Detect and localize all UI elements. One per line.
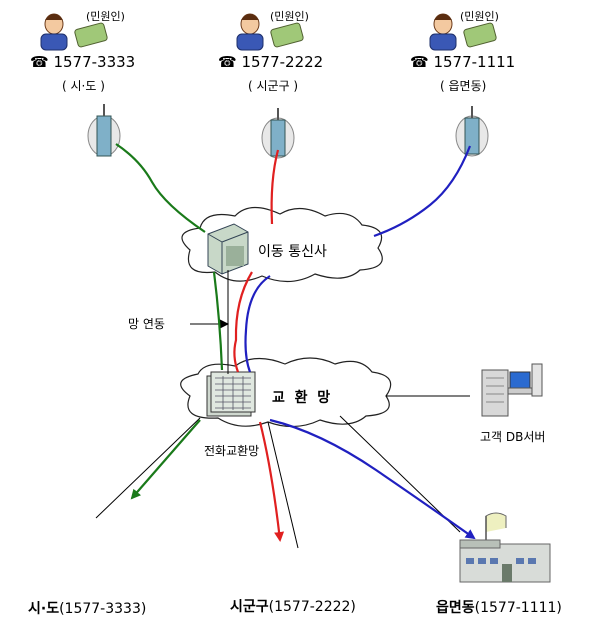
customer-db-label: 고객 DB서버 — [480, 430, 546, 444]
destination-name: 시군구 — [230, 599, 269, 615]
office-building-icon — [459, 512, 551, 583]
destination-sigungu: 시군구(1577-2222) — [230, 596, 356, 616]
connection-lines — [95, 270, 470, 549]
destination-number: (1577-1111) — [474, 600, 562, 616]
destination-number: (1577-3333) — [59, 601, 147, 617]
caller-person-icon-2 — [236, 13, 304, 51]
destination-name: 읍면동 — [436, 600, 475, 616]
database-server-icon — [481, 363, 543, 417]
caller-person-icon-3 — [429, 13, 497, 51]
phone-icon: ☎ — [30, 53, 49, 71]
base-station-icon-1 — [87, 104, 121, 157]
exchange-network-label: 교 환 망 — [272, 390, 331, 406]
destination-name: 시·도 — [28, 601, 60, 617]
route-sido — [115, 143, 224, 500]
phone-icon: ☎ — [218, 53, 237, 71]
phone-icon: ☎ — [410, 53, 429, 71]
caller-area-3: ( 읍면동) — [440, 79, 487, 93]
phone-number: 1577-3333 — [53, 53, 136, 71]
base-station-icon-3 — [455, 106, 489, 157]
destination-sido: 시·도(1577-3333) — [28, 598, 146, 618]
exchange-switch-icon — [206, 371, 256, 417]
caller-tag-1: (민원인) — [86, 10, 125, 23]
route-sigungu — [233, 149, 285, 542]
mobile-switch-icon — [207, 223, 249, 275]
caller-person-icon-1 — [40, 13, 108, 51]
caller-tag-2: (민원인) — [270, 10, 309, 23]
phone-number: 1577-1111 — [433, 53, 516, 71]
mobile-carrier-label: 이동 통신사 — [258, 244, 327, 260]
interconnect-label: 망 연동 — [128, 317, 165, 331]
caller-area-1: ( 시·도 ) — [62, 79, 105, 93]
phone-switch-label: 전화교환망 — [204, 444, 260, 458]
caller-area-2: ( 시군구 ) — [248, 79, 299, 93]
phone-number: 1577-2222 — [241, 53, 324, 71]
caller-phone-1: ☎ 1577-3333 — [30, 53, 135, 71]
destination-eupmyeondong: 읍면동(1577-1111) — [436, 597, 562, 617]
route-eupmyeondong — [244, 145, 476, 540]
caller-tag-3: (민원인) — [460, 10, 499, 23]
destination-number: (1577-2222) — [268, 599, 356, 615]
base-station-icon-2 — [261, 108, 295, 159]
caller-phone-2: ☎ 1577-2222 — [218, 53, 323, 71]
caller-phone-3: ☎ 1577-1111 — [410, 53, 515, 71]
